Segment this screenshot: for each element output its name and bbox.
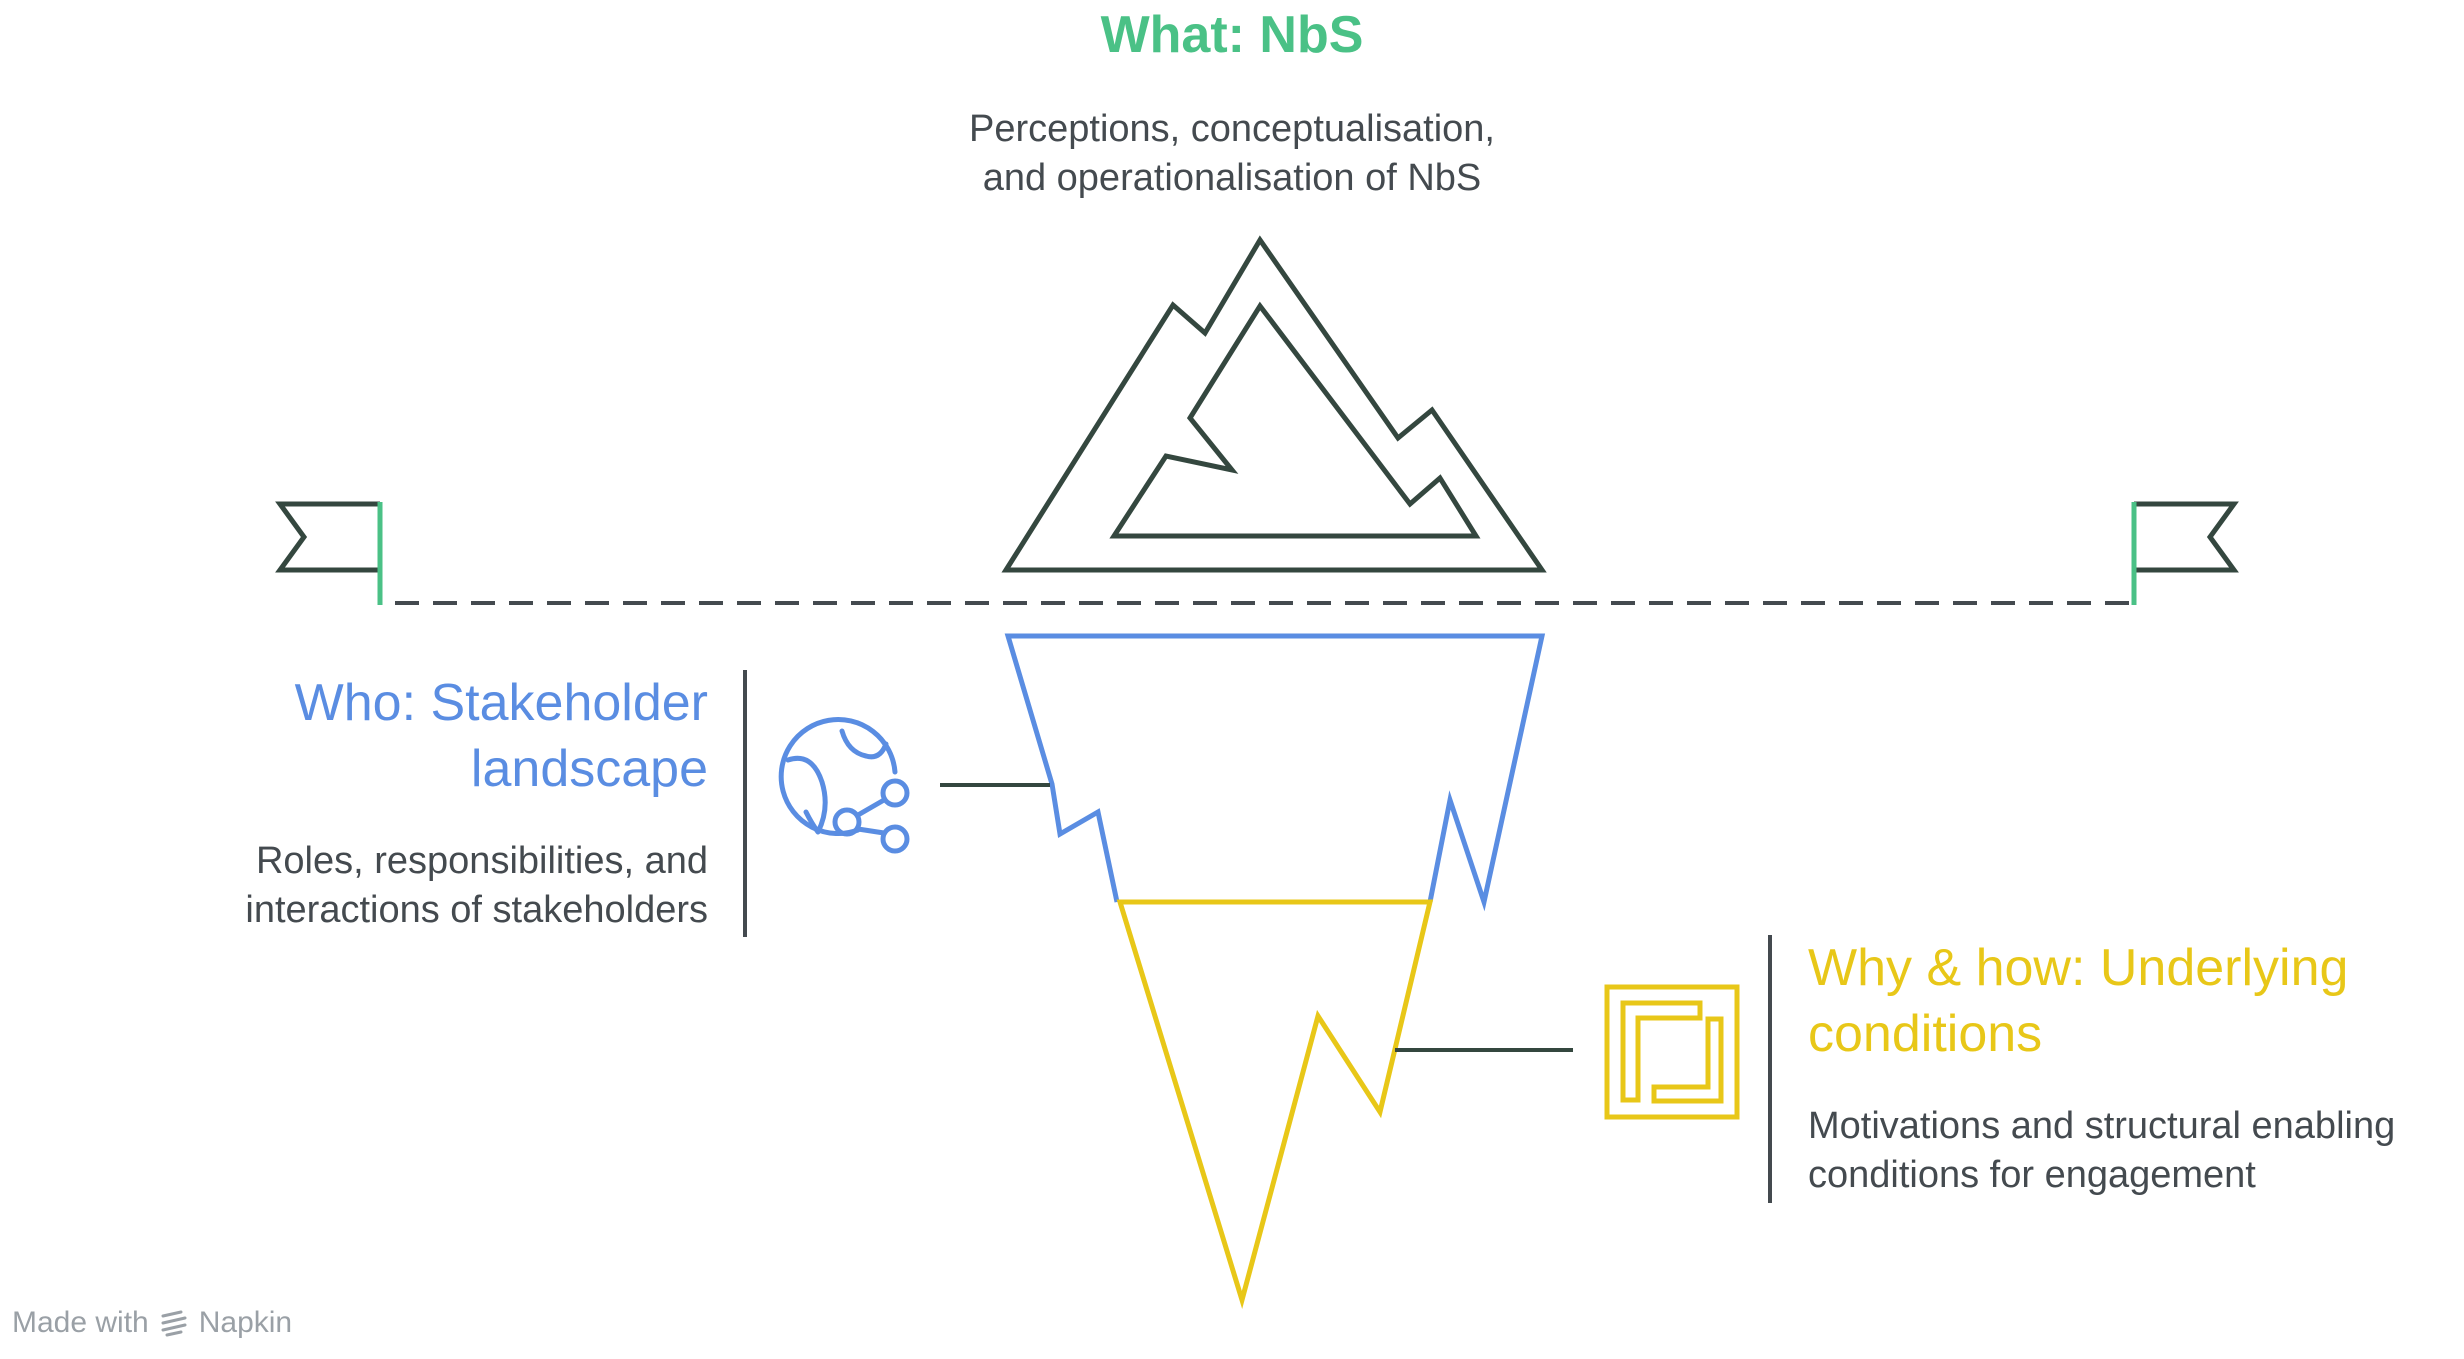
- stakeholder-band: [1004, 633, 1546, 912]
- footer-brand: Napkin: [198, 1306, 293, 1339]
- who-description: Roles, responsibilities, and interaction…: [245, 837, 708, 935]
- globe-network-icon: [778, 717, 910, 854]
- what-description-line: and operationalisation of NbS: [982, 157, 1482, 199]
- who-description-line: Roles, responsibilities, and: [255, 840, 708, 882]
- mountain-inner-outline: [1109, 301, 1481, 539]
- left-flag-icon: [275, 501, 383, 605]
- why-description-line: Motivations and structural enabling: [1808, 1105, 2396, 1147]
- why-title-line: Why & how: Underlying: [1808, 939, 2349, 997]
- conditions-band: [1116, 899, 1434, 1310]
- napkin-logo-icon: [161, 1310, 187, 1337]
- why-title-line: conditions: [1808, 1005, 2043, 1063]
- what-title: What: NbS: [1100, 6, 1364, 64]
- who-description-line: interactions of stakeholders: [245, 889, 708, 931]
- mountain-tip-icon: [1001, 235, 1547, 573]
- what-description: Perceptions, conceptualisation, and oper…: [0, 105, 2464, 203]
- who-title-line: Who: Stakeholder: [294, 674, 708, 732]
- nested-square-icon: [1604, 984, 1740, 1120]
- mountain-outer-outline: [1001, 235, 1547, 573]
- why-title: Why & how: Underlying conditions: [1808, 935, 2348, 1067]
- footer-prefix: Made with: [12, 1306, 149, 1339]
- who-title: Who: Stakeholder landscape: [295, 670, 708, 802]
- made-with-napkin-footer[interactable]: Made with Napkin: [12, 1306, 292, 1340]
- right-flag-icon: [2131, 501, 2239, 605]
- why-description: Motivations and structural enabling cond…: [1808, 1102, 2395, 1200]
- who-title-line: landscape: [470, 740, 708, 798]
- why-description-line: conditions for engagement: [1808, 1154, 2256, 1196]
- what-description-line: Perceptions, conceptualisation,: [969, 108, 1495, 150]
